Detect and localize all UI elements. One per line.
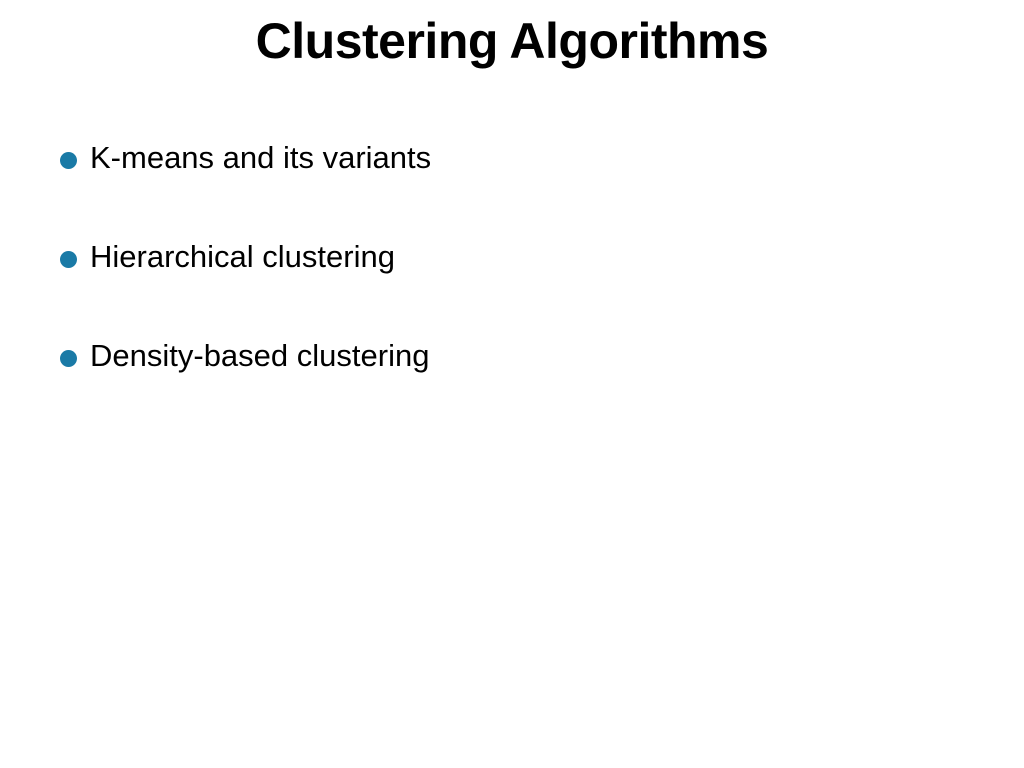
list-item: Density-based clustering xyxy=(60,336,431,435)
slide-title: Clustering Algorithms xyxy=(255,13,769,69)
bullet-list: K-means and its variants Hierarchical cl… xyxy=(60,138,431,435)
bullet-text: Density-based clustering xyxy=(90,338,430,373)
list-item: Hierarchical clustering xyxy=(60,237,431,336)
bullet-dot-icon xyxy=(60,251,77,268)
list-item: K-means and its variants xyxy=(60,138,431,237)
bullet-text: Hierarchical clustering xyxy=(90,239,395,274)
bullet-text: K-means and its variants xyxy=(90,140,432,175)
bullet-dot-icon xyxy=(60,350,77,367)
bullet-dot-icon xyxy=(60,152,77,169)
